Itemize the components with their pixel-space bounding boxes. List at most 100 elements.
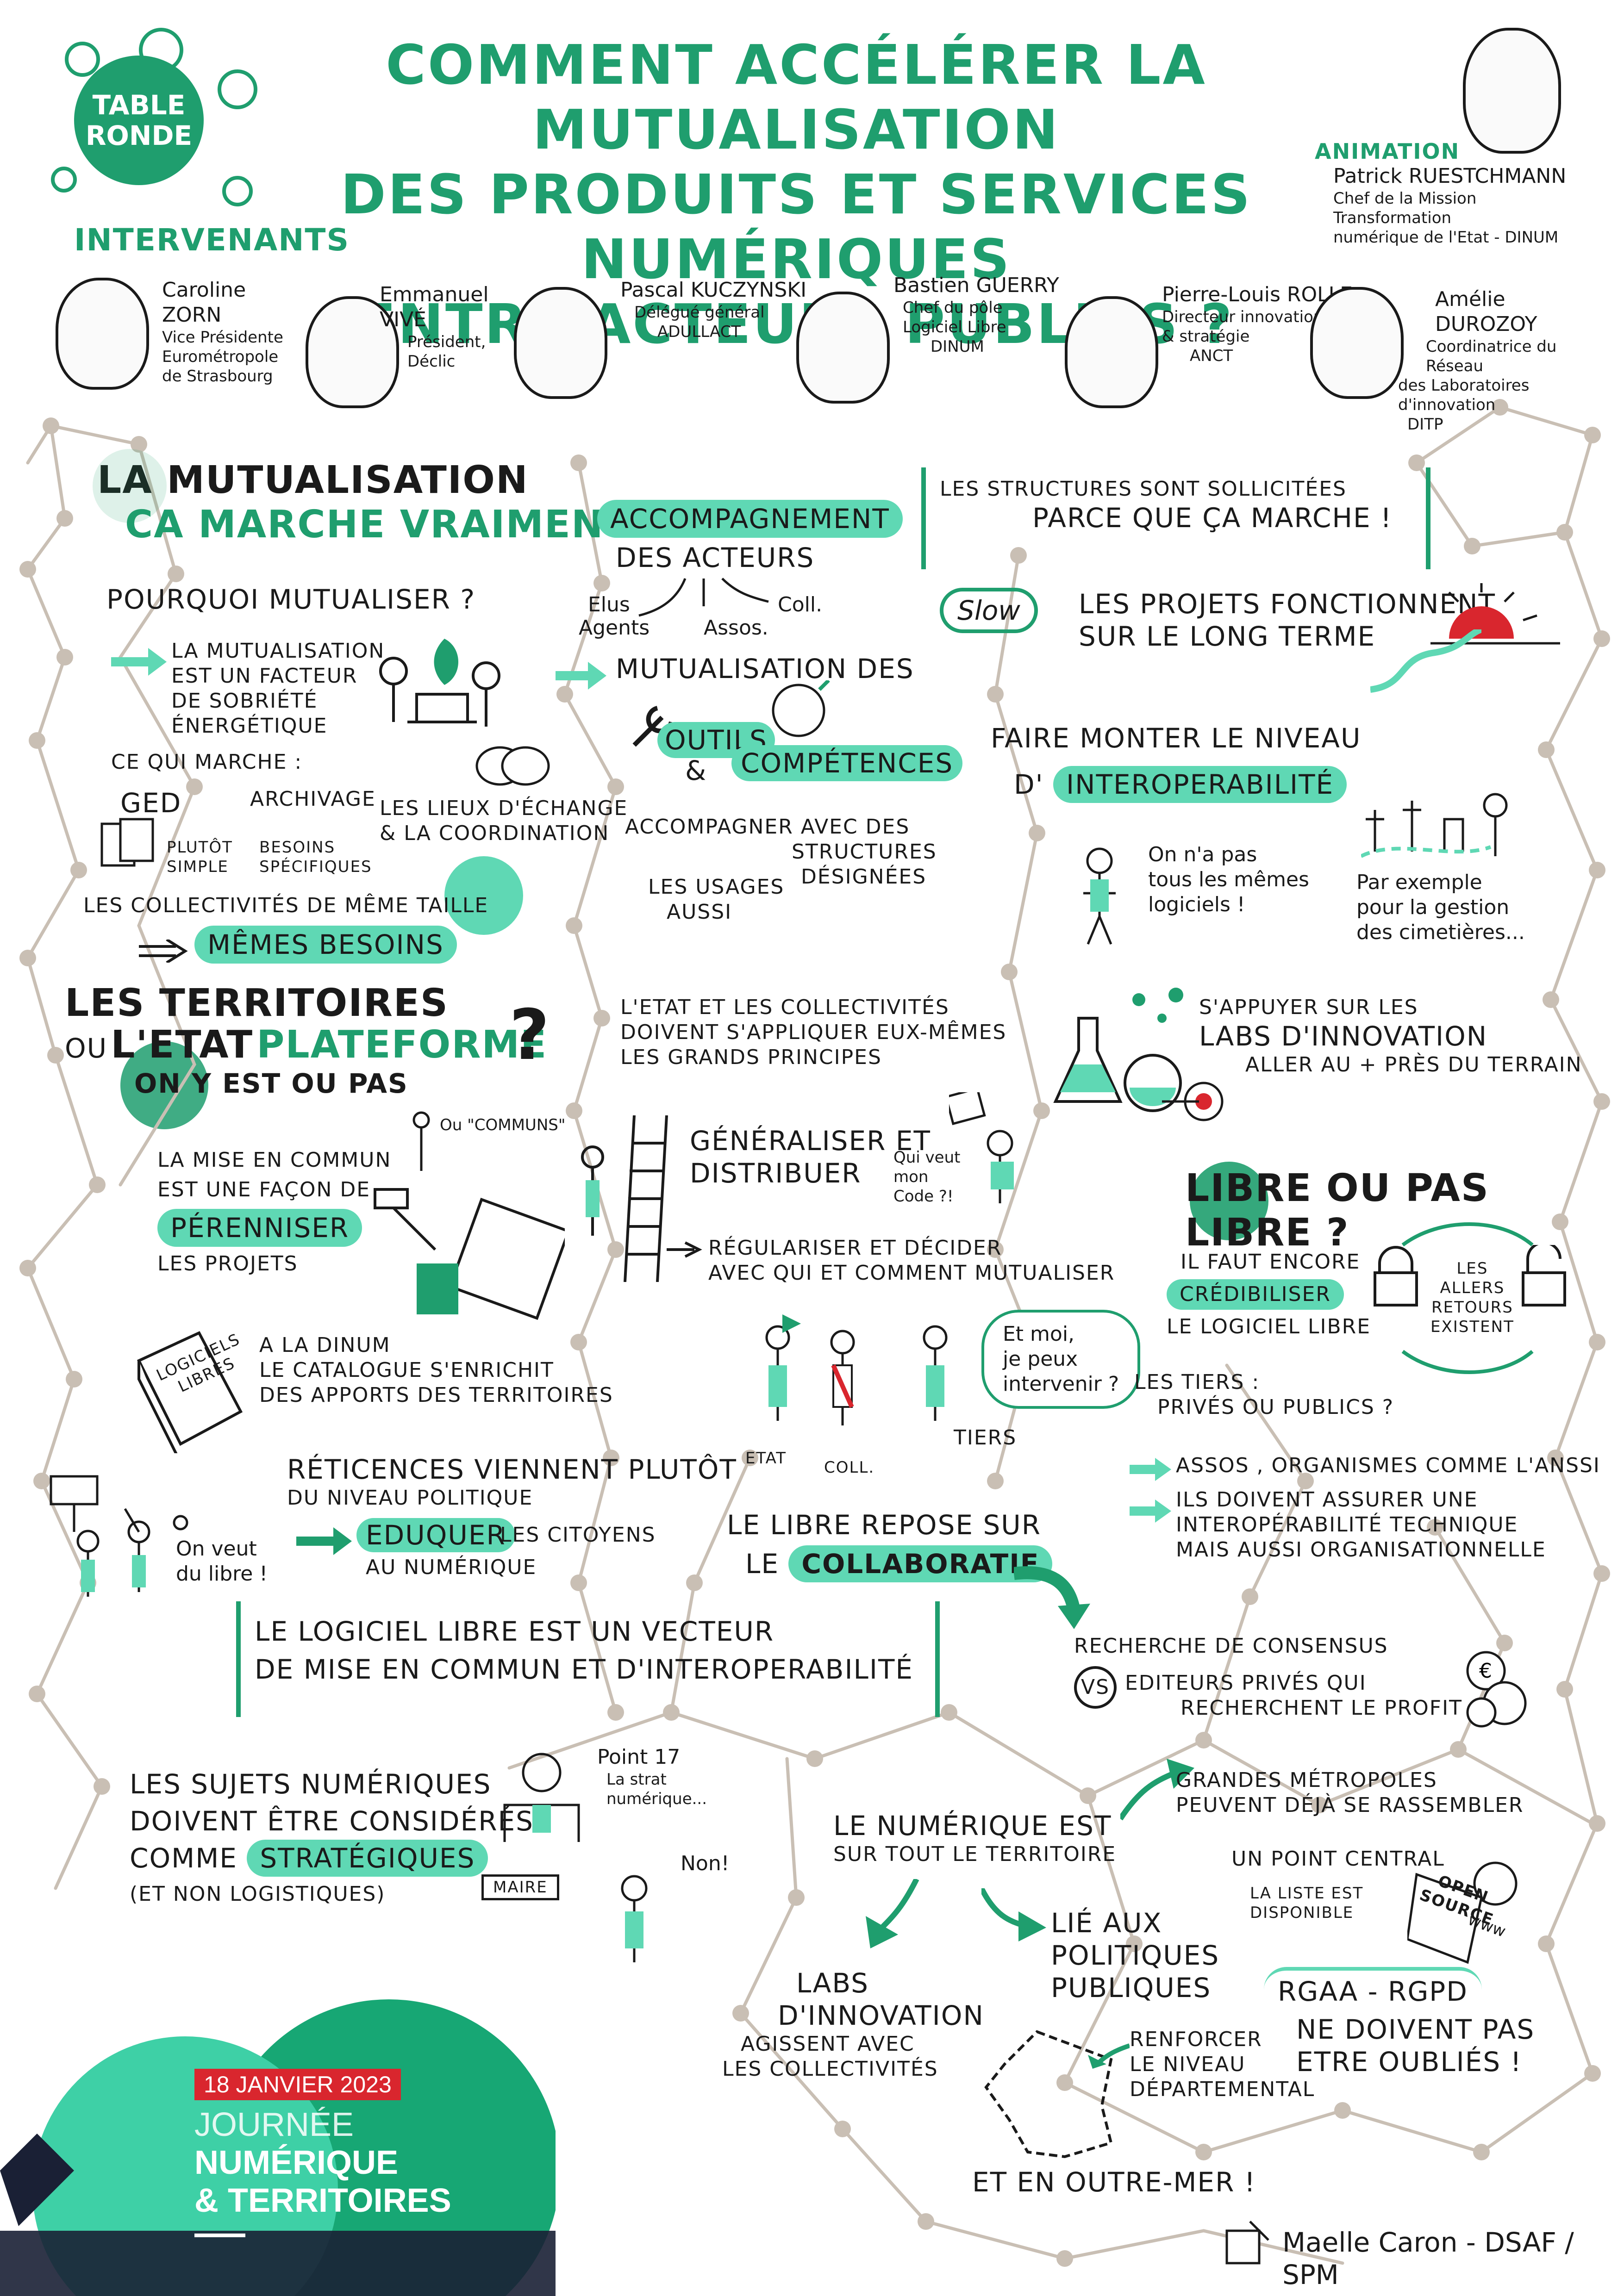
badge-line2: RONDE bbox=[85, 120, 193, 151]
s5-qui3: Code ?! bbox=[893, 1187, 954, 1206]
speaker-name: Amélie DUROZOY bbox=[1435, 287, 1537, 336]
speaker-name: Caroline ZORN bbox=[162, 278, 246, 327]
s10-lie2: POLITIQUES bbox=[1051, 1940, 1220, 1971]
person-icon bbox=[621, 1875, 648, 1962]
s7-coll: COLL. bbox=[824, 1458, 875, 1477]
table-ronde-badge: TABLE RONDE bbox=[74, 56, 204, 185]
s2-assos: Assos. bbox=[704, 616, 768, 640]
sunset-icon bbox=[1430, 583, 1560, 645]
speaker-role: Délégué général bbox=[634, 303, 765, 322]
libre-circle bbox=[1190, 1162, 1268, 1240]
speaker-emmanuel: Emmanuel VIVÉ Président, Déclic bbox=[380, 282, 528, 371]
s3-logi3: logiciels ! bbox=[1148, 893, 1245, 916]
s6-c1: IL FAUT ENCORE bbox=[1181, 1250, 1361, 1274]
arrow-right-icon bbox=[111, 648, 167, 676]
person-icon bbox=[412, 1111, 430, 1171]
speaker-role: Directeur innovation bbox=[1162, 308, 1324, 326]
s6-l2: LABS D'INNOVATION bbox=[1199, 1020, 1488, 1052]
s10-labs1: LABS bbox=[796, 1967, 869, 1999]
speaker-role: DINUM bbox=[931, 337, 984, 356]
etat-block: L'ETAT ET LES COLLECTIVITÉS DOIVENT S'AP… bbox=[620, 995, 1006, 1070]
s5-qui2: mon bbox=[893, 1168, 929, 1186]
s2-acc3: DÉSIGNÉES bbox=[801, 865, 927, 889]
footer-rule bbox=[194, 2234, 245, 2237]
usages-block: LES USAGES AUSSI bbox=[648, 875, 784, 925]
s4-mise2: EST UNE FAÇON DE bbox=[157, 1178, 371, 1201]
niveau-line2: D' INTEROPERABILITÉ bbox=[1014, 766, 1361, 803]
speaker-role: ANCT bbox=[1190, 347, 1233, 365]
s1-plutot2: SIMPLE bbox=[167, 858, 229, 876]
s2-acc2: STRUCTURES bbox=[792, 840, 937, 864]
animation-label: ANIMATION bbox=[1315, 139, 1460, 164]
footer-j2: NUMÉRIQUE bbox=[194, 2144, 399, 2181]
bubble-deco bbox=[65, 42, 100, 77]
road-icon bbox=[1370, 629, 1481, 693]
s3-proj2: SUR LE LONG TERME bbox=[1079, 621, 1376, 652]
sobriete-block: LA MUTUALISATION EST UN FACTEUR DE SOBRI… bbox=[171, 639, 385, 739]
s8-vec1: LE LOGICIEL LIBRE EST UN VECTEUR bbox=[255, 1616, 775, 1647]
speaker-role: DITP bbox=[1407, 415, 1443, 434]
s9-s2: DOIVENT ÊTRE CONSIDÉRÉS bbox=[130, 1805, 534, 1837]
arrow-right-icon bbox=[556, 662, 606, 690]
liste-block: LA LISTE EST DISPONIBLE bbox=[1250, 1884, 1363, 1923]
s1-lieux1: LES LIEUX D'ÉCHANGE bbox=[380, 796, 628, 820]
vecteur-block: LE LOGICIEL LIBRE EST UN VECTEUR DE MISE… bbox=[255, 1615, 913, 1686]
footer-j3: & TERRITOIRES bbox=[194, 2182, 451, 2219]
s4-t1: LES TERRITOIRES bbox=[65, 981, 449, 1025]
animation-role2: numérique de l'Etat - DINUM bbox=[1333, 228, 1559, 247]
animation-role1: Chef de la Mission Transformation bbox=[1333, 189, 1477, 227]
event-date-badge: 18 JANVIER 2023 bbox=[194, 2069, 401, 2100]
s3-logi2: tous les mêmes bbox=[1148, 868, 1309, 891]
s8-cons1: RECHERCHE DE CONSENSUS bbox=[1074, 1634, 1388, 1658]
s7-m1: Et moi, bbox=[1003, 1322, 1075, 1346]
s1-besoins1: BESOINS bbox=[259, 838, 336, 857]
title-line1: COMMENT ACCÉLÉRER LA MUTUALISATION bbox=[386, 33, 1207, 162]
mise-block: LA MISE EN COMMUN EST UNE FAÇON DE PÉREN… bbox=[157, 1148, 391, 1276]
s10-pc: UN POINT CENTRAL bbox=[1231, 1847, 1445, 1871]
s8-edu: EDUQUER bbox=[356, 1518, 515, 1552]
s10-n2: SUR TOUT LE TERRITOIRE bbox=[833, 1842, 1117, 1866]
portrait-pierre-louis bbox=[1065, 296, 1158, 408]
s2-accomp: ACCOMPAGNEMENT bbox=[597, 500, 903, 538]
s10-labs4: LES COLLECTIVITÉS bbox=[722, 2057, 938, 2081]
ladder-icon bbox=[581, 1115, 668, 1282]
s3-q1: LES STRUCTURES SONT SOLLICITÉES bbox=[940, 477, 1347, 501]
s1-p4: ÉNERGÉTIQUE bbox=[171, 714, 328, 738]
s8-cit2: AU NUMÉRIQUE bbox=[366, 1556, 537, 1579]
s1-title2: CA MARCHE VRAIMENT? bbox=[125, 503, 654, 547]
editeurs-block: EDITEURS PRIVÉS QUI RECHERCHENT LE PROFI… bbox=[1125, 1671, 1462, 1721]
s4-t2a: OU bbox=[65, 1033, 108, 1064]
padlock-open-icon bbox=[1522, 1245, 1566, 1307]
s10-ne1: NE DOIVENT PAS bbox=[1296, 2014, 1535, 2045]
s8-r2: DU NIVEAU POLITIQUE bbox=[287, 1486, 533, 1510]
sollicitees-block: LES STRUCTURES SONT SOLLICITÉES PARCE QU… bbox=[940, 477, 1392, 534]
s10-ren2: LE NIVEAU bbox=[1130, 2053, 1246, 2076]
s4-mise4: LES PROJETS bbox=[157, 1252, 298, 1276]
cycle-arrows-icon bbox=[1401, 1222, 1534, 1374]
s6-a3: RETOURS bbox=[1431, 1298, 1513, 1317]
france-map-icon bbox=[984, 2030, 1113, 2159]
strategiques-block: LES SUJETS NUMÉRIQUES DOIVENT ÊTRE CONSI… bbox=[130, 1768, 534, 1907]
oublies-block: NE DOIVENT PAS ETRE OUBLIÉS ! bbox=[1296, 2013, 1535, 2078]
metropoles-block: GRANDES MÉTROPOLES PEUVENT DÉJÀ SE RASSE… bbox=[1176, 1768, 1524, 1818]
title-line2: DES PRODUITS ET SERVICES NUMÉRIQUES bbox=[340, 162, 1252, 291]
footer-j1: JOURNÉE bbox=[194, 2106, 354, 2143]
s2-usages2: AUSSI bbox=[667, 900, 732, 924]
animation-name: Patrick RUESTCHMANN bbox=[1333, 164, 1567, 188]
s4-qmark: ? bbox=[509, 995, 550, 1076]
badge-line1: TABLE bbox=[92, 89, 186, 121]
speaker-bastien: Bastien GUERRY Chef du pôle Logiciel Lib… bbox=[893, 273, 1069, 356]
portrait-bastien bbox=[796, 292, 890, 404]
intervenants-label: INTERVENANTS bbox=[74, 222, 350, 258]
s6-c2: CRÉDIBILISER bbox=[1167, 1279, 1344, 1310]
s8-col1: LE LIBRE REPOSE SUR bbox=[727, 1509, 1042, 1541]
speaker-role: Déclic bbox=[407, 352, 456, 371]
bubble-deco bbox=[139, 28, 183, 72]
s8-cons3: RECHERCHENT LE PROFIT bbox=[1181, 1696, 1462, 1720]
s3-ex3: des cimetières... bbox=[1356, 921, 1525, 944]
s10-li1: LA LISTE EST bbox=[1250, 1884, 1364, 1903]
s4-t3: ON Y EST OU PAS bbox=[134, 1068, 408, 1099]
padlock-icon bbox=[1374, 1246, 1418, 1307]
regulariser-block: RÉGULARISER ET DÉCIDER AVEC QUI ET COMME… bbox=[708, 1236, 1115, 1286]
s7-m3: intervenir ? bbox=[1003, 1372, 1119, 1396]
